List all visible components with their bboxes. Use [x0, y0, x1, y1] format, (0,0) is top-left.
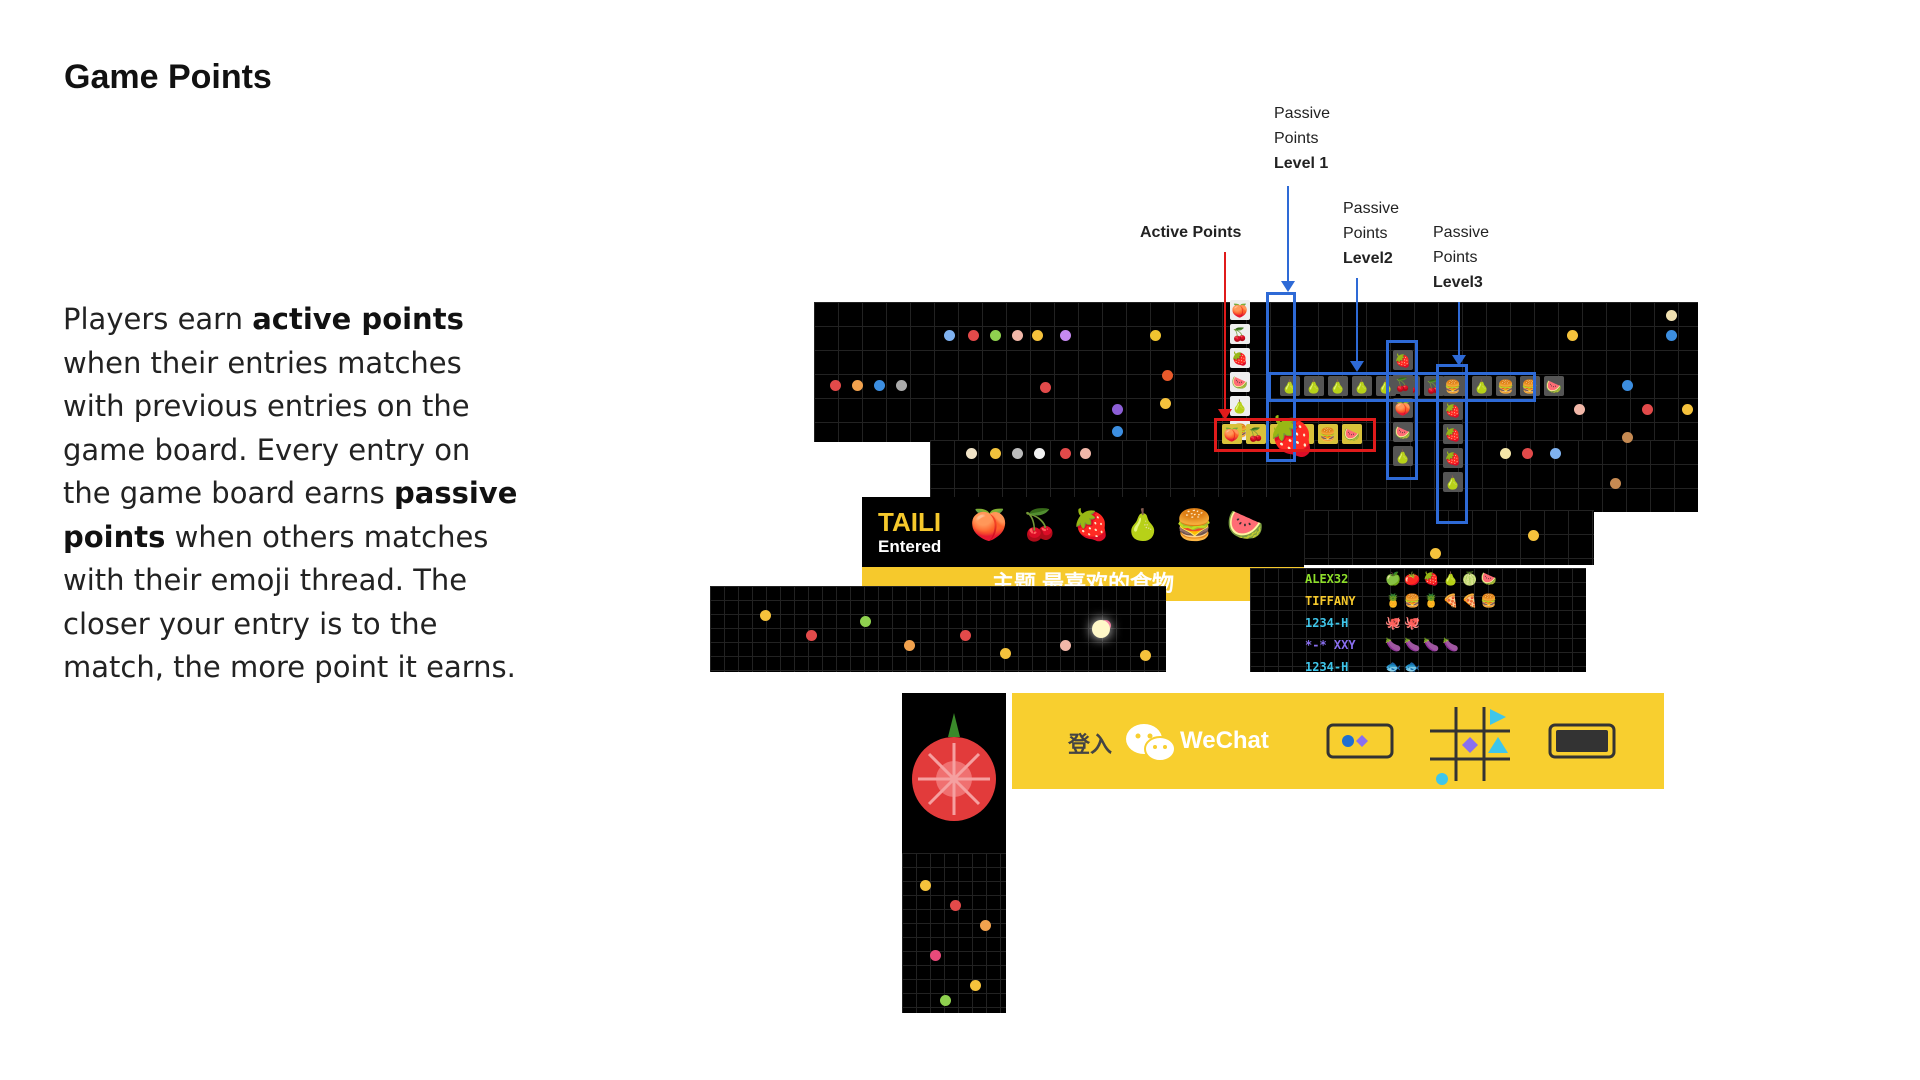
desc-passive-points: passive points [63, 476, 518, 554]
arrow-passive-level1 [1281, 186, 1295, 292]
desc-text-2: when their entries matches with previous… [63, 345, 471, 511]
player-list: ALEX32🍏🍅🍓🍐🍈🍉 TIFFANY🍍🍔🍍🍕🍕🍔 1234-H🐙🐙 *-* … [1305, 568, 1585, 675]
game-board-mid [930, 440, 1698, 512]
cherries-icon: 🍒 [1021, 509, 1059, 542]
page-title: Game Points [64, 58, 272, 96]
desc-text-3: when others matches with their emoji thr… [63, 519, 516, 685]
strawberry-icon: 🍓 [1072, 509, 1111, 542]
burger-icon: 🍔 [1175, 509, 1213, 542]
arrow-passive-level3 [1452, 302, 1466, 366]
active-row: 🍑🍒🍓🍐🍔🍉 [1222, 424, 1362, 444]
peach-icon: 🍑 [970, 509, 1008, 542]
desc-text-1: Players earn [63, 302, 253, 336]
tomato-icon [912, 713, 996, 821]
phone-landscape-icon [1326, 723, 1394, 759]
player-row: 1234-H🐙🐙 [1305, 615, 1424, 631]
passive-level2-row-box [1268, 372, 1536, 402]
passive-column-3: 🍔🍓🍓🍓🍐 [1443, 376, 1463, 492]
description: Players earn active points when their en… [63, 298, 523, 690]
arrow-active-points [1218, 252, 1232, 420]
game-board-right-thumb [1250, 568, 1586, 672]
watermelon-icon: 🍉 [1226, 509, 1265, 542]
game-board-left-thumb [710, 586, 1166, 672]
game-board-mobile-thumb [902, 853, 1006, 1013]
grid-game-icon [1430, 707, 1510, 785]
entry-emojis: 🍑 🍒 🍓 🍐 🍔 🍉 [970, 511, 1264, 541]
game-board-low [1304, 510, 1594, 565]
login-label: 登入 [1068, 732, 1113, 757]
player-row: ALEX32🍏🍅🍓🍐🍈🍉 [1305, 571, 1501, 587]
player-row: 1234-H🐟🐟 [1305, 659, 1424, 675]
entry-status: Entered [878, 537, 942, 556]
desc-active-points: active points [252, 302, 464, 336]
active-points-label: Active Points [1140, 224, 1242, 241]
phone-landscape-icon [1548, 723, 1616, 759]
player-row: *-* XXY🍆🍆🍆🍆 [1305, 637, 1462, 653]
player-name: TAILI [878, 507, 942, 537]
passive-level3-box [1436, 364, 1468, 524]
wechat-brand: WeChat [1180, 727, 1269, 754]
passive-level2-col-box [1386, 340, 1418, 480]
pear-icon: 🍐 [1124, 509, 1162, 542]
splash-screen [902, 693, 1006, 853]
wechat-icon [1126, 724, 1176, 762]
arrow-passive-level2 [1350, 278, 1364, 372]
active-points-box [1214, 418, 1376, 452]
passive-column-2: 🍓🍒🍑🍉🍐 [1393, 350, 1413, 466]
login-banner: 登入 WeChat [1012, 693, 1664, 789]
player-row: TIFFANY🍍🍔🍍🍕🍕🍔 [1305, 593, 1501, 609]
passive-level1-box [1266, 292, 1296, 462]
